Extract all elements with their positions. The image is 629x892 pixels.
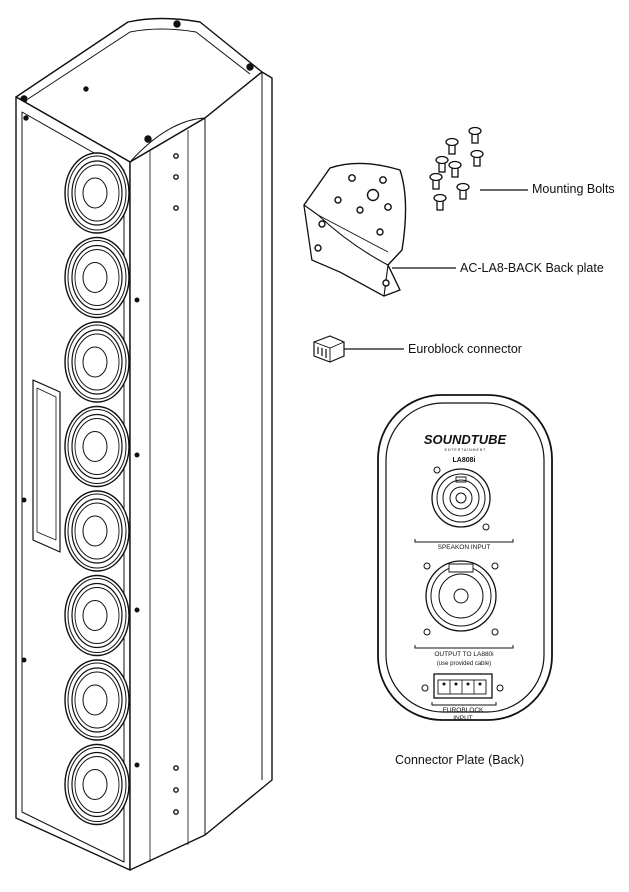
speaker-driver [64,490,130,572]
callout-back-plate: AC-LA8-BACK Back plate [460,261,604,275]
caption-connector-plate: Connector Plate (Back) [395,753,525,767]
plate-model: LA808i [453,457,476,464]
cabinet-port [32,379,61,553]
label-output: OUTPUT TO LA880i [434,651,493,658]
mounting-bolts [429,126,484,211]
plate-brand: SOUNDTUBE [424,432,507,447]
connector-plate: SOUNDTUBE E N T E R T A I N M E N T LA80… [377,394,553,722]
speaker-driver [64,152,130,234]
speaker-driver [64,321,130,403]
euroblock-input-connector [421,673,504,699]
speaker-driver [64,659,130,741]
speakon-connector [431,466,491,531]
plate-brand-sub: E N T E R T A I N M E N T [445,448,487,452]
label-euroblock-1: EUROBLOCK [443,707,484,714]
speaker-driver [64,405,130,488]
speaker-drivers [64,152,130,826]
label-speakon-input: SPEAKON INPUT [438,544,491,551]
line-array-speaker [15,17,273,871]
callout-mounting-bolts: Mounting Bolts [532,182,615,196]
speaker-driver [64,743,130,826]
cabinet-side [129,71,273,871]
callout-euroblock-connector: Euroblock connector [408,342,522,356]
speaker-driver [64,574,130,657]
xlr-output-connector [423,560,499,636]
label-output-note: (use provided cable) [437,661,491,667]
euroblock-connector [313,335,345,363]
speaker-driver [64,236,130,319]
label-euroblock-2: INPUT [453,715,473,722]
back-plate [303,162,407,297]
